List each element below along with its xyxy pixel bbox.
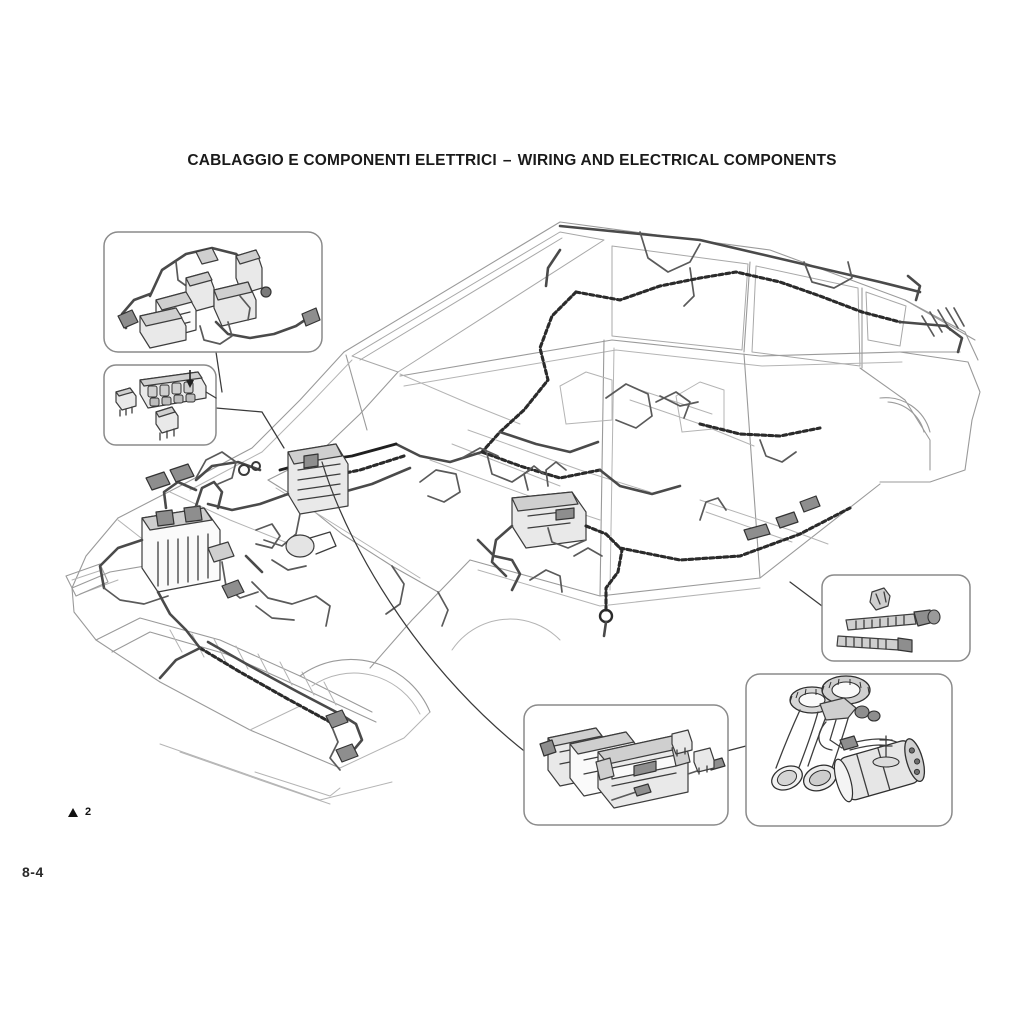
- callout-connector-blocks-artwork: [539, 727, 726, 809]
- page-title: CABLAGGIO E COMPONENTI ELETTRICI–WIRING …: [0, 152, 1024, 170]
- triangle-icon: [68, 807, 78, 817]
- callout-relay-harness[interactable]: [103, 231, 323, 353]
- figure-marker-number: 2: [85, 806, 92, 818]
- fuse-slots: [147, 381, 196, 407]
- page-number: 8-4: [22, 864, 44, 880]
- callout-connector-blocks[interactable]: [523, 704, 729, 826]
- callout-horns-frame[interactable]: [745, 673, 953, 827]
- callout-fuse-box[interactable]: [103, 364, 217, 446]
- callout-relay-harness-artwork: [117, 246, 321, 349]
- callout-cable-ties-artwork: [836, 587, 941, 653]
- callout-cable-ties[interactable]: [821, 574, 971, 662]
- wiring-harness-routing: [98, 224, 965, 771]
- page-title-separator: –: [502, 152, 512, 169]
- page-title-english: WIRING AND ELECTRICAL COMPONENTS: [517, 152, 837, 169]
- figure-marker: 2: [68, 806, 91, 818]
- page-title-italian: CABLAGGIO E COMPONENTI ELETTRICI: [187, 152, 497, 169]
- callout-fuse-box-artwork: [115, 370, 217, 441]
- callout-horns[interactable]: [745, 673, 953, 827]
- callout-horns-artwork: [771, 675, 926, 803]
